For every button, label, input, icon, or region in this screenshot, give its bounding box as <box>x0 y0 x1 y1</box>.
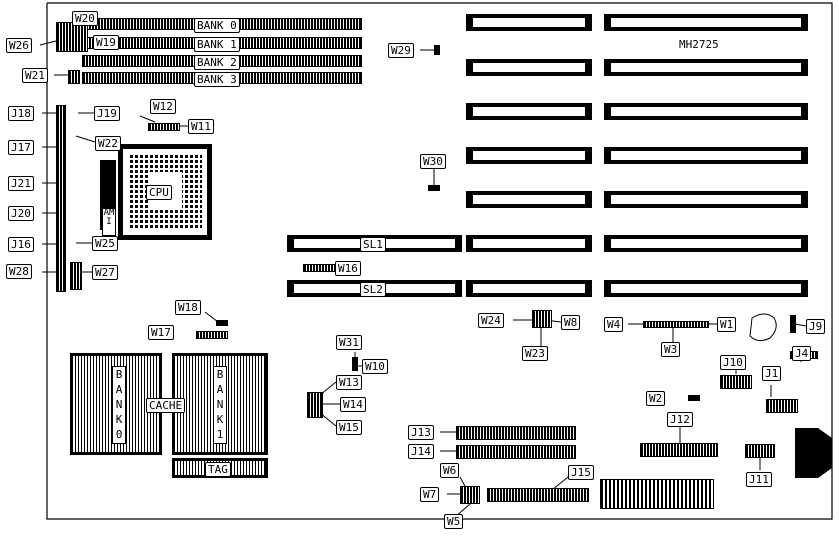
jumper-w7-label: W7 <box>420 487 440 502</box>
jumper-w2-pins <box>688 395 700 401</box>
memory-bank-1-label: BANK 1 <box>194 37 240 52</box>
expansion-slot <box>466 147 592 164</box>
cache-bank1-label: BANK1 <box>213 366 227 444</box>
expansion-slot <box>466 59 592 76</box>
jumper-w23-label: W23 <box>522 346 548 361</box>
expansion-slot <box>466 191 592 208</box>
jumper-w21-label: W21 <box>22 68 48 83</box>
connector-j14-header <box>456 445 576 459</box>
jumper-w11-label: W11 <box>188 119 214 134</box>
jumper-w11-block <box>148 123 180 131</box>
connector-j15-label: J15 <box>568 465 594 480</box>
keyboard-connector-block <box>600 479 714 509</box>
jumper-w17-block <box>196 331 228 339</box>
cache-bank0-label: BANK0 <box>112 366 126 444</box>
left-header-w27 <box>70 262 82 290</box>
connector-j14-label: J14 <box>408 444 434 459</box>
jumper-w13-label: W13 <box>336 375 362 390</box>
connector-j4-label: J4 <box>792 346 812 361</box>
connector-j11-label: J11 <box>746 472 772 487</box>
jumper-w8-label: W8 <box>561 315 581 330</box>
jumper-w27-label: W27 <box>92 265 118 280</box>
connector-j11-header <box>745 444 775 458</box>
expansion-slot <box>604 59 808 76</box>
jumper-w14-label: W14 <box>340 397 366 412</box>
jumper-w31-label: W31 <box>336 335 362 350</box>
expansion-slot <box>466 14 592 31</box>
jumper-w29-label: W29 <box>388 43 414 58</box>
jumper-w20-label: W20 <box>72 11 98 26</box>
jumper-w25-label: W25 <box>92 236 118 251</box>
expansion-slot <box>604 191 808 208</box>
jumper-w26-label: W26 <box>6 38 32 53</box>
jumper-w15-label: W15 <box>336 420 362 435</box>
left-header-top <box>56 22 88 52</box>
slot-sl2-label: SL2 <box>360 282 386 297</box>
jumper-w6-label: W6 <box>440 463 460 478</box>
jumper-w18-label: W18 <box>175 300 201 315</box>
cache-label: CACHE <box>146 398 186 413</box>
connector-j15-header <box>487 488 589 502</box>
connector-j19-label: J19 <box>94 106 120 121</box>
jumper-w19-label: W19 <box>93 35 119 50</box>
expansion-slot <box>466 235 592 252</box>
expansion-slot <box>604 147 808 164</box>
jumper-w2-label: W2 <box>646 391 666 406</box>
connector-j13-label: J13 <box>408 425 434 440</box>
jumper-w30-pins <box>428 185 440 191</box>
connector-j13-header <box>456 426 576 440</box>
jumper-w31-pins <box>352 357 358 371</box>
jumper-w3-label: W3 <box>661 342 681 357</box>
connector-j9-pins <box>790 315 796 333</box>
connector-j10-header <box>720 375 752 389</box>
connector-j16-label: J16 <box>8 237 34 252</box>
jumper-w16-block <box>303 264 335 272</box>
connector-j1-header <box>766 399 798 413</box>
jumper-w6-block <box>460 486 480 504</box>
jumper-w1-label: W1 <box>717 317 737 332</box>
jumper-w30-label: W30 <box>420 154 446 169</box>
jumper-w22-label: W22 <box>95 136 121 151</box>
jumper-w18-pins <box>216 320 228 326</box>
left-header-column <box>56 105 66 292</box>
connector-j21-label: J21 <box>8 176 34 191</box>
memory-bank-2-label: BANK 2 <box>194 55 240 70</box>
connector-j18-label: J18 <box>8 106 34 121</box>
slot-sl1-label: SL1 <box>360 237 386 252</box>
jumper-w4-label: W4 <box>604 317 624 332</box>
connector-j9-label: J9 <box>806 319 826 334</box>
expansion-slot <box>604 103 808 120</box>
board-model: MH2725 <box>679 38 719 51</box>
left-header-w21 <box>68 70 80 84</box>
connector-j12-header <box>640 443 718 457</box>
memory-bank-3-label: BANK 3 <box>194 72 240 87</box>
jumper-w23-block <box>532 310 552 328</box>
jumper-w24-label: W24 <box>478 313 504 328</box>
connector-j1-label: J1 <box>762 366 782 381</box>
expansion-slot <box>466 280 592 297</box>
cpu-vendor-label: AMI <box>102 208 116 236</box>
connector-j17-label: J17 <box>8 140 34 155</box>
jumper-w13-block <box>307 392 323 418</box>
tag-label: TAG <box>205 462 231 477</box>
memory-bank-0-label: BANK 0 <box>194 18 240 33</box>
jumper-w29-pins <box>434 45 440 55</box>
connector-j12-label: J12 <box>667 412 693 427</box>
expansion-slot <box>466 103 592 120</box>
jumper-w5-label: W5 <box>444 514 464 529</box>
expansion-slot <box>604 235 808 252</box>
connector-j10-label: J10 <box>720 355 746 370</box>
jumper-w10-label: W10 <box>362 359 388 374</box>
jumper-w12-label: W12 <box>150 99 176 114</box>
jumper-w16-label: W16 <box>335 261 361 276</box>
jumper-w1-w4-block <box>643 321 709 328</box>
expansion-slot <box>604 280 808 297</box>
expansion-slot <box>604 14 808 31</box>
jumper-w17-label: W17 <box>148 325 174 340</box>
jumper-w28-label: W28 <box>6 264 32 279</box>
cpu-label: CPU <box>146 185 172 200</box>
connector-j20-label: J20 <box>8 206 34 221</box>
